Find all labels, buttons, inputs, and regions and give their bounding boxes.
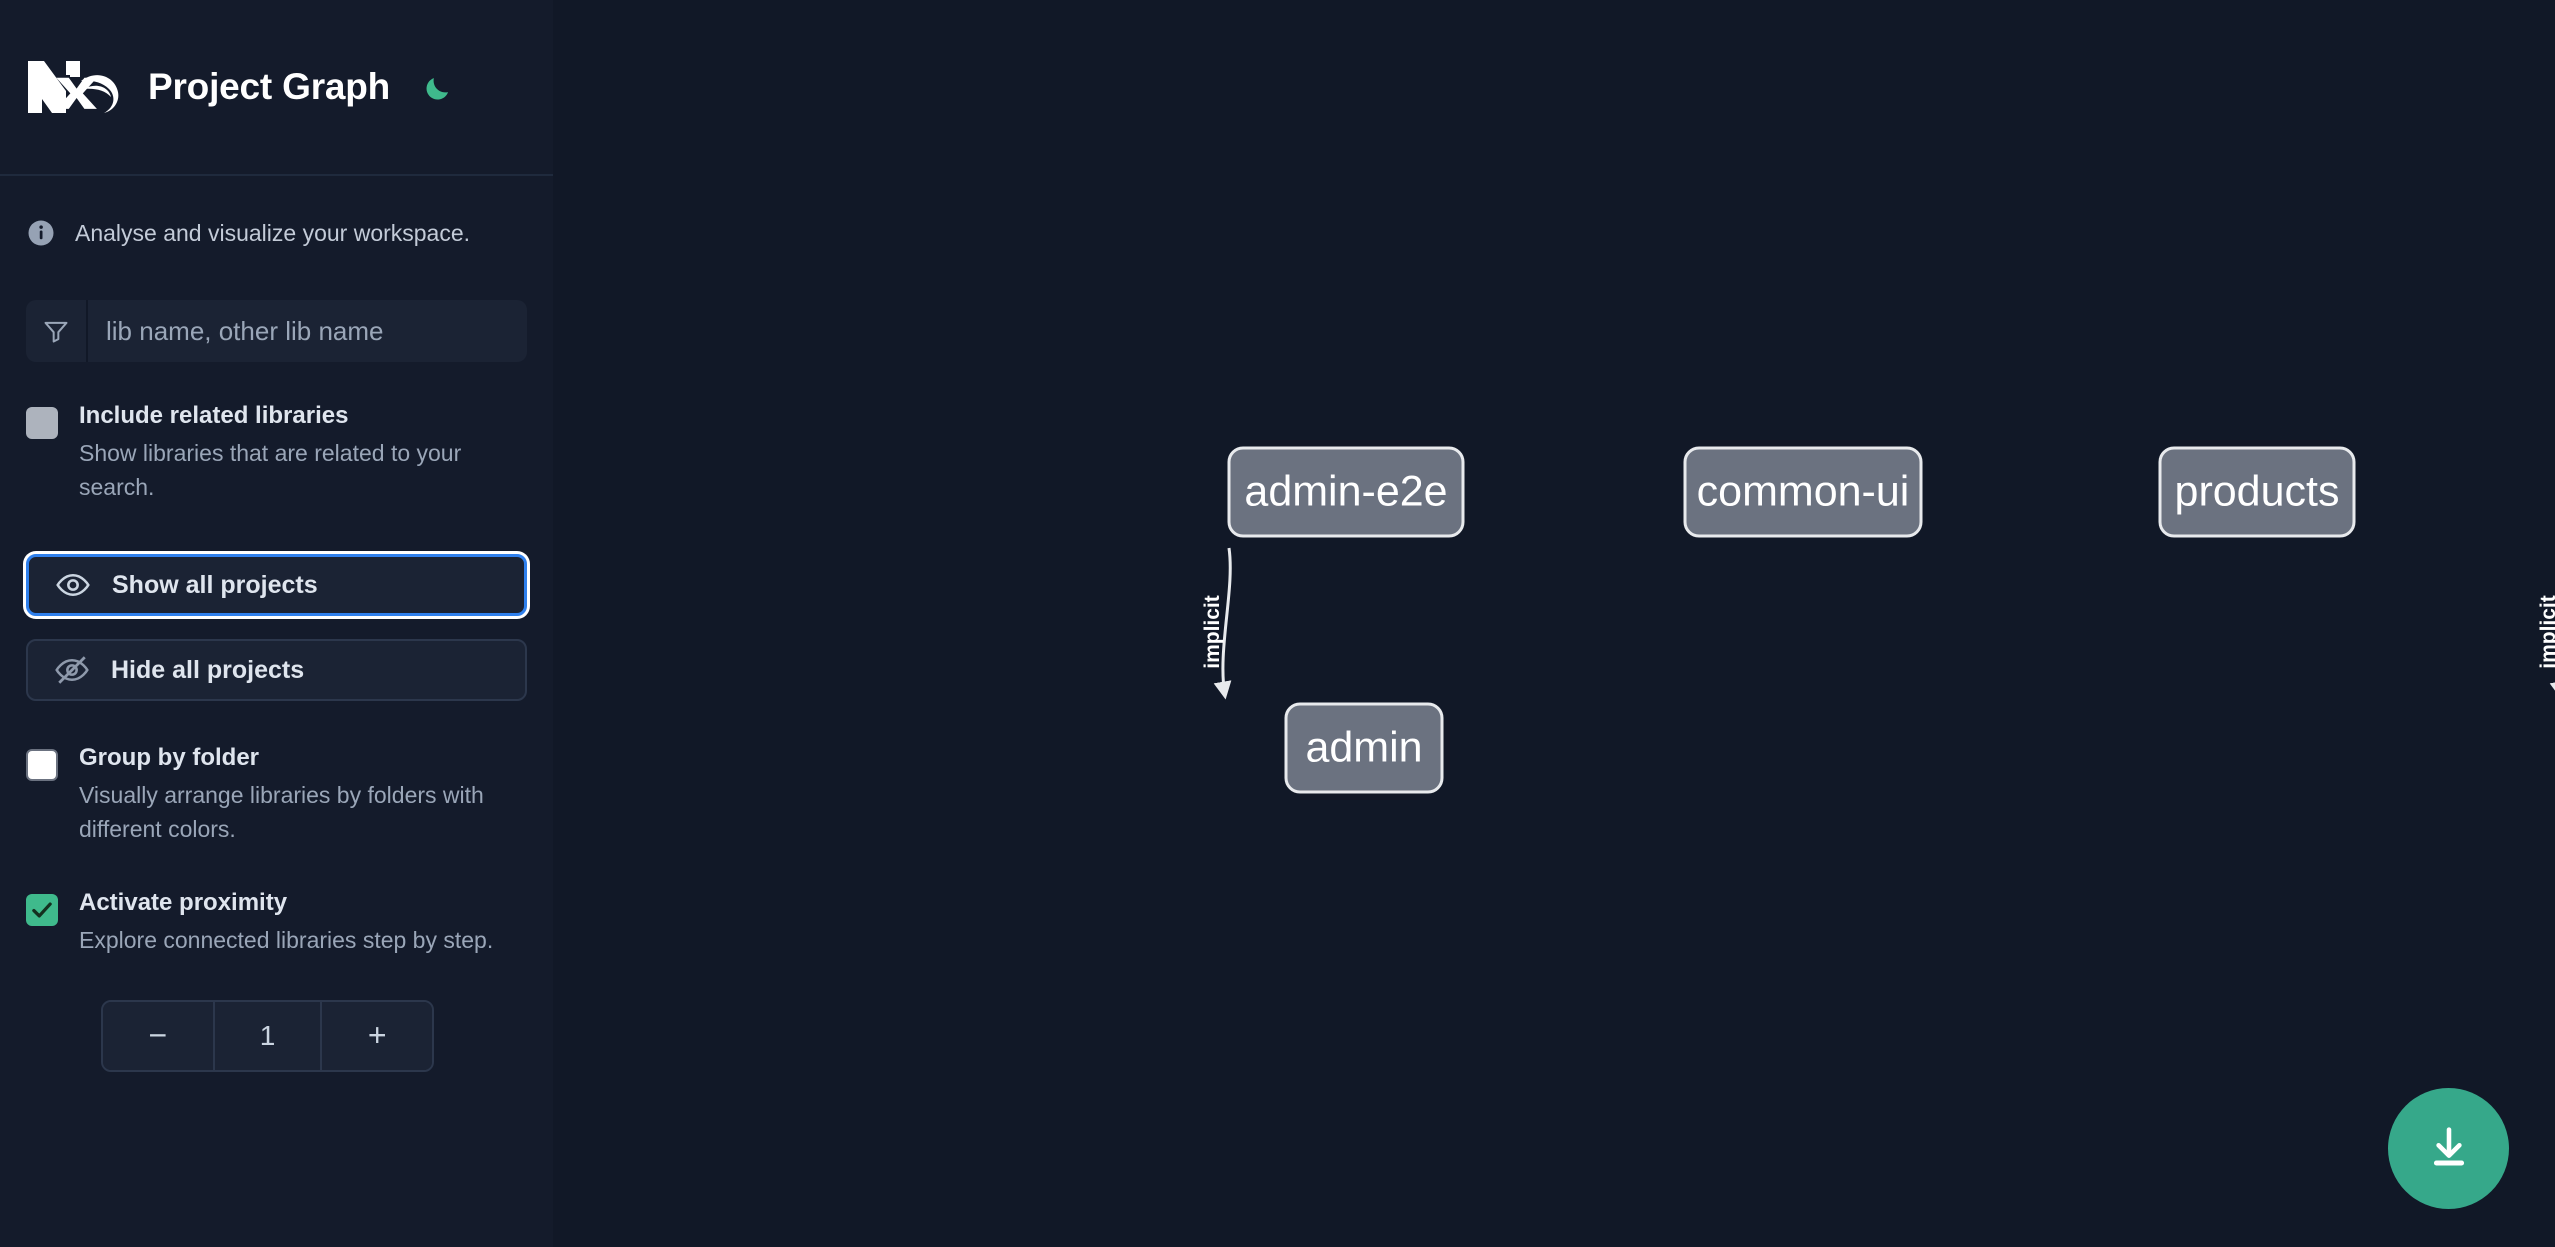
node-label: admin-e2e xyxy=(1244,467,1447,515)
node-label: products xyxy=(2175,467,2340,515)
option-label: Activate proximity xyxy=(79,889,288,917)
edge-label-implicit-admin: implicit xyxy=(1201,595,1224,669)
graph-node-admin-e2e[interactable]: admin-e2e xyxy=(1227,446,1465,538)
hide-all-projects-button[interactable]: Hide all projects xyxy=(26,639,527,702)
option-include-related-libraries[interactable]: Include related libraries Show libraries… xyxy=(0,401,553,504)
show-all-projects-label: Show all projects xyxy=(112,570,318,599)
download-icon xyxy=(2423,1121,2475,1176)
graph-canvas[interactable]: implicit implicit admin-e2e admin common… xyxy=(553,0,2555,1247)
page-title: Project Graph xyxy=(148,66,391,107)
workspace-subtitle: Analyse and visualize your workspace. xyxy=(75,219,471,246)
checkbox-include-related-libraries[interactable] xyxy=(26,407,58,439)
edge-label-implicit-store: implicit xyxy=(2537,595,2555,669)
filter-row xyxy=(0,248,553,362)
option-description: Visually arrange libraries by folders wi… xyxy=(79,782,484,842)
decrement-button[interactable]: − xyxy=(103,1001,213,1070)
workspace-subtitle-row: Analyse and visualize your workspace. xyxy=(0,176,553,248)
graph-node-products[interactable]: products xyxy=(2158,446,2356,538)
funnel-icon xyxy=(26,300,88,362)
option-label: Group by folder xyxy=(79,744,259,772)
option-label: Include related libraries xyxy=(79,402,349,429)
proximity-stepper-wrap: − 1 + xyxy=(0,999,553,1072)
option-description: Explore connected libraries step by step… xyxy=(79,927,494,954)
sidebar-header: Project Graph xyxy=(0,0,553,176)
graph-node-common-ui[interactable]: common-ui xyxy=(1683,446,1923,538)
checkbox-activate-proximity[interactable] xyxy=(26,894,58,927)
option-description: Show libraries that are related to your … xyxy=(79,440,462,500)
option-activate-proximity[interactable]: Activate proximity Explore connected lib… xyxy=(0,888,553,958)
node-label: common-ui xyxy=(1697,467,1910,515)
option-group-by-folder[interactable]: Group by folder Visually arrange librari… xyxy=(0,743,553,846)
eye-off-icon xyxy=(54,652,90,688)
graph-node-admin[interactable]: admin xyxy=(1284,702,1444,794)
download-button[interactable] xyxy=(2388,1088,2509,1209)
proximity-value[interactable]: 1 xyxy=(212,1001,323,1070)
project-graph-svg: implicit implicit admin-e2e admin common… xyxy=(1201,446,2555,794)
info-icon xyxy=(26,218,56,248)
increment-button[interactable]: + xyxy=(322,1001,432,1070)
sidebar: Project Graph Analyse and visualize yo xyxy=(0,0,553,1247)
moon-icon[interactable] xyxy=(416,64,462,110)
show-all-projects-button[interactable]: Show all projects xyxy=(26,554,527,617)
graph-edges: implicit implicit xyxy=(1201,547,2555,700)
search-box[interactable] xyxy=(26,300,527,362)
hide-all-projects-label: Hide all projects xyxy=(111,655,305,684)
proximity-stepper: − 1 + xyxy=(101,999,434,1072)
eye-icon xyxy=(55,567,91,603)
edge-admin-e2e-to-admin[interactable] xyxy=(1213,547,1232,700)
search-input[interactable] xyxy=(88,300,527,362)
node-label: admin xyxy=(1305,723,1422,771)
nx-logo-icon xyxy=(26,55,120,119)
checkbox-group-by-folder[interactable] xyxy=(26,749,58,782)
